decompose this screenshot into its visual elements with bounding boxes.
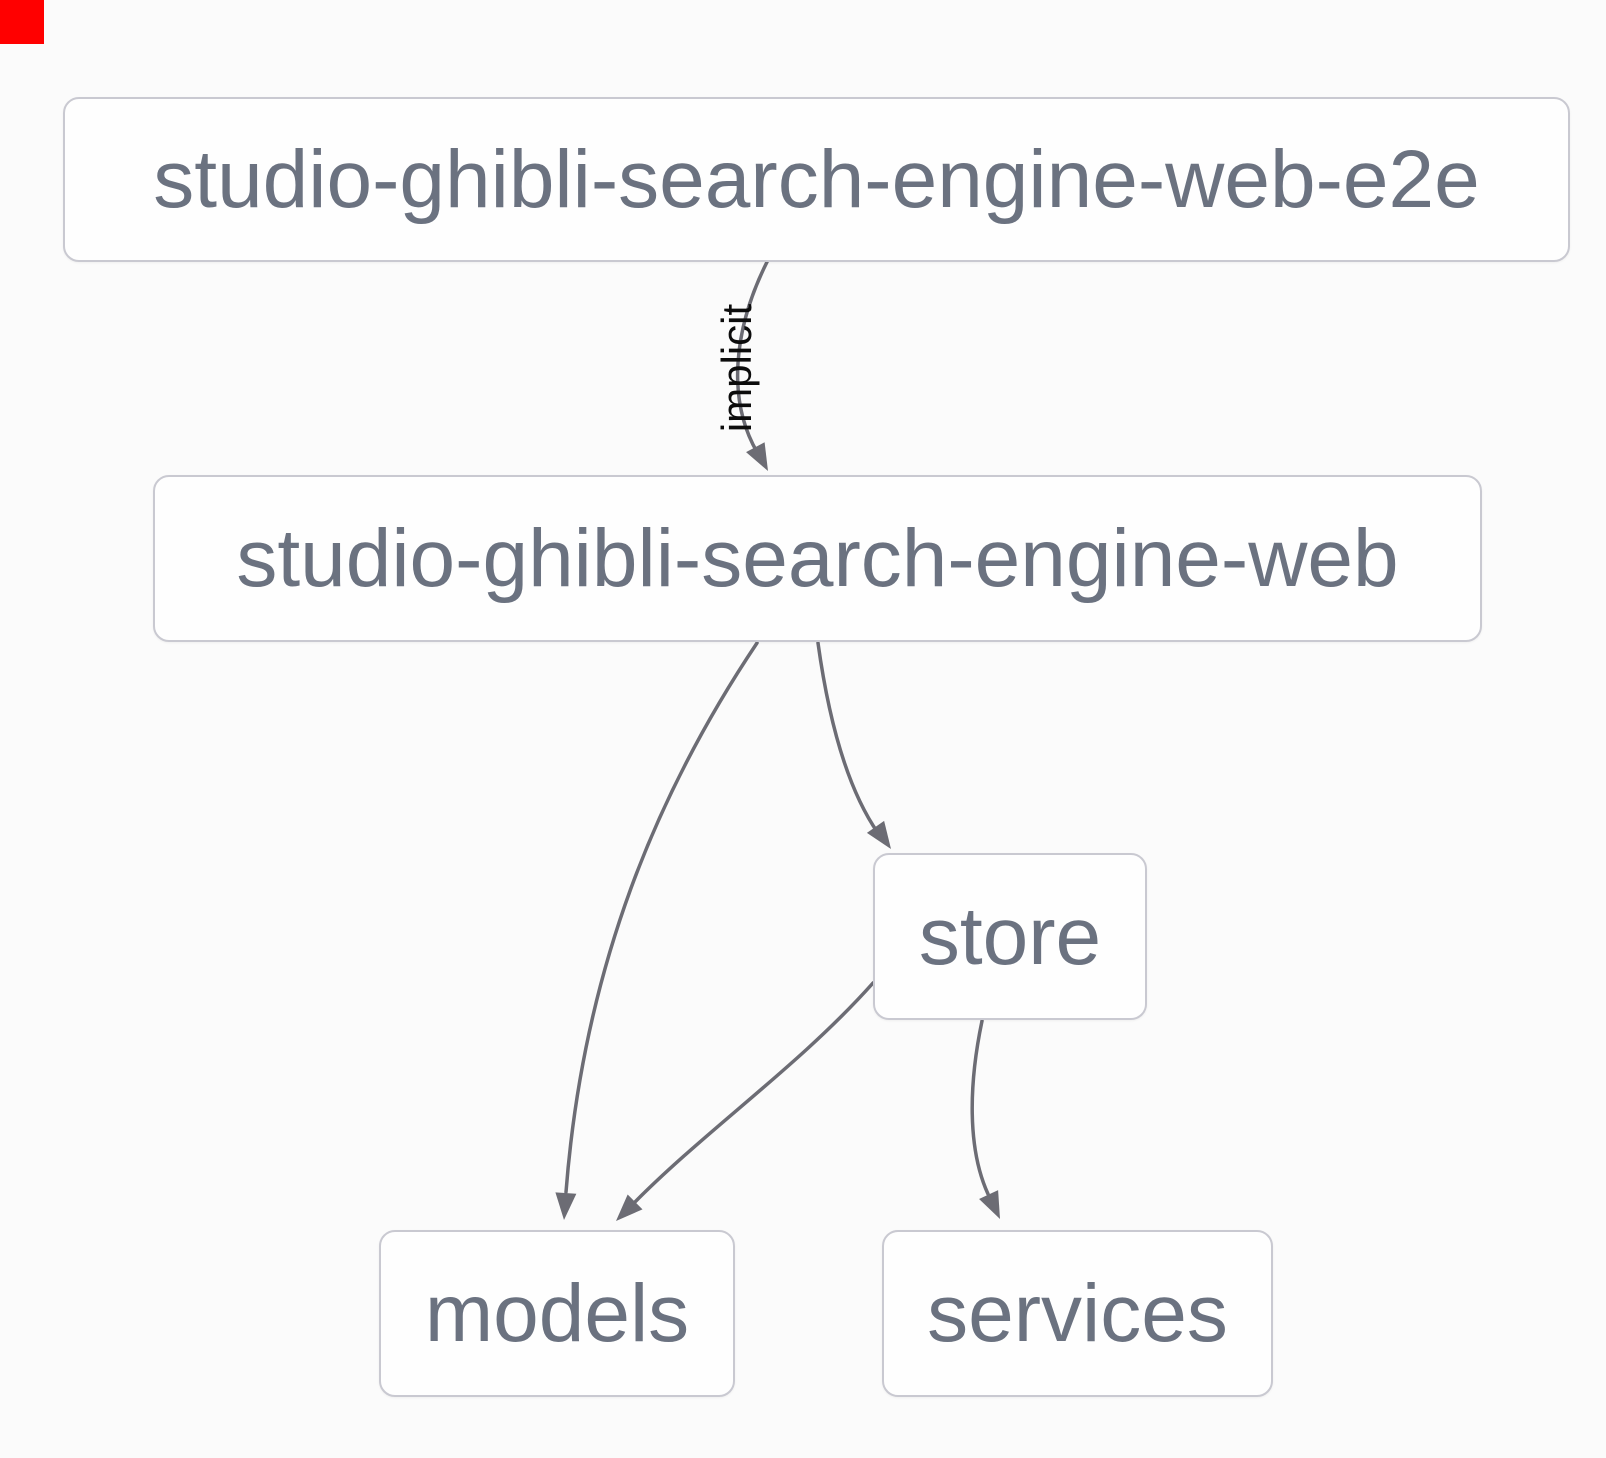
arrowhead-e2e-to-web — [746, 442, 768, 471]
arrowhead-store-to-models — [616, 1194, 643, 1221]
edge-web-to-models[interactable] — [554, 641, 759, 1221]
capture-marker — [0, 0, 44, 44]
node-studio-ghibli-search-engine-web[interactable]: studio-ghibli-search-engine-web — [153, 475, 1482, 642]
edge-web-to-store[interactable] — [816, 641, 900, 855]
node-label: services — [927, 1267, 1228, 1359]
arrowhead-store-to-services — [979, 1190, 1000, 1219]
edge-store-to-models[interactable] — [609, 981, 875, 1228]
arrowhead-web-to-store — [866, 820, 891, 849]
edge-store-to-services[interactable] — [970, 1019, 1009, 1223]
arrowhead-web-to-models — [555, 1192, 577, 1220]
edge-e2e-to-web[interactable] — [735, 260, 778, 476]
node-label: models — [424, 1267, 690, 1359]
node-label: store — [918, 890, 1102, 982]
node-models[interactable]: models — [379, 1230, 735, 1397]
node-studio-ghibli-search-engine-web-e2e[interactable]: studio-ghibli-search-engine-web-e2e — [63, 97, 1570, 262]
node-services[interactable]: services — [882, 1230, 1273, 1397]
edge-label-implicit: implicit — [713, 303, 760, 433]
node-label: studio-ghibli-search-engine-web-e2e — [153, 133, 1480, 225]
node-label: studio-ghibli-search-engine-web — [236, 512, 1399, 604]
node-store[interactable]: store — [873, 853, 1147, 1020]
